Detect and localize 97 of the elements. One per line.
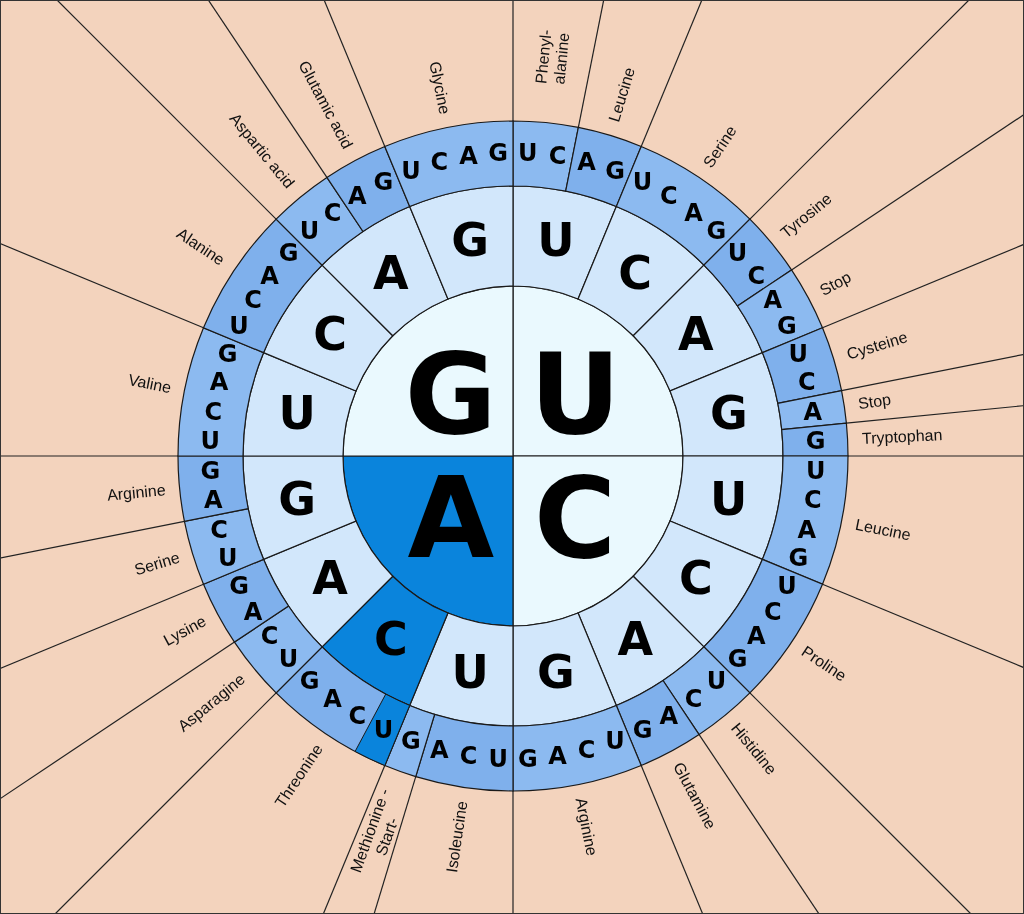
base-letter: U	[529, 337, 621, 450]
base-letter: A	[684, 200, 703, 225]
base-letter: A	[747, 624, 766, 649]
base-letter: G	[299, 668, 320, 693]
base-letter: A	[430, 737, 449, 762]
amino-acid-label: Leucine	[605, 65, 639, 125]
base-letter: U	[605, 729, 625, 754]
base-letter: G	[605, 158, 625, 183]
base-letter: C	[313, 310, 347, 357]
base-letter: U	[278, 390, 316, 437]
base-letter: A	[803, 399, 822, 424]
base-letter: U	[278, 647, 299, 672]
base-letter: U	[373, 717, 394, 742]
base-letter: U	[805, 458, 826, 483]
amino-acid-label: Stop	[816, 268, 854, 299]
base-letter: U	[488, 746, 508, 771]
base-letter: G	[727, 647, 748, 672]
base-letter: C	[210, 517, 228, 542]
base-letter: U	[632, 170, 653, 195]
base-letter: G	[537, 648, 575, 695]
base-letter: C	[684, 687, 703, 712]
base-letter: G	[217, 341, 238, 366]
amino-acid-label: Cysteine	[844, 328, 910, 363]
base-letter: C	[659, 184, 678, 209]
base-letter: G	[788, 546, 809, 571]
base-letter: U	[451, 648, 489, 695]
amino-acid-label: Serine	[132, 548, 182, 579]
base-letter: G	[805, 429, 826, 454]
amino-acid-label: Tryptophan	[861, 425, 943, 448]
base-letter: C	[803, 488, 822, 513]
base-letter: A	[204, 488, 223, 513]
base-letter: A	[548, 743, 567, 768]
base-letter: A	[260, 263, 279, 288]
base-letter: C	[430, 150, 449, 175]
base-letter: U	[710, 475, 748, 522]
base-letter: U	[401, 158, 421, 183]
base-letter: U	[518, 141, 538, 166]
amino-acid-label: Arginine	[106, 481, 167, 505]
base-letter: A	[763, 288, 783, 313]
amino-acid-label: Valine	[126, 370, 173, 397]
base-letter: U	[727, 240, 748, 265]
base-letter: A	[407, 462, 495, 575]
base-letter: A	[347, 184, 367, 209]
base-letter: G	[229, 573, 249, 598]
base-letter: A	[209, 370, 229, 395]
base-letter: C	[679, 555, 713, 602]
base-letter: C	[204, 399, 223, 424]
amino-acid-label: Stop	[856, 391, 893, 414]
base-letter: C	[244, 288, 262, 313]
base-letter: C	[534, 462, 617, 575]
base-letter: G	[632, 717, 653, 742]
amino-acid-label: Glycine	[426, 59, 454, 116]
base-letter: U	[777, 573, 797, 598]
base-letter: C	[459, 743, 478, 768]
base-letter: G	[451, 217, 489, 264]
base-letter: U	[299, 219, 320, 244]
base-letter: A	[678, 310, 714, 357]
base-letter: A	[243, 599, 263, 624]
base-letter: A	[323, 687, 342, 712]
base-letter: G	[488, 141, 508, 166]
base-letter: C	[618, 250, 653, 297]
base-letter: C	[260, 624, 279, 649]
base-letter: U	[200, 429, 221, 454]
base-letter: G	[777, 314, 797, 339]
base-letter: G	[373, 170, 394, 195]
base-letter: U	[537, 217, 575, 264]
amino-acid-label: Leucine	[853, 515, 912, 544]
base-letter: G	[518, 746, 538, 771]
base-letter: U	[706, 668, 727, 693]
base-letter: G	[200, 458, 221, 483]
base-letter: G	[706, 219, 727, 244]
base-letter: C	[798, 370, 816, 395]
base-letter: U	[788, 341, 809, 366]
base-letter: C	[548, 144, 567, 169]
base-letter: A	[617, 615, 653, 662]
base-letter: C	[373, 615, 408, 662]
base-letter: A	[577, 150, 596, 175]
base-letter: A	[459, 144, 478, 169]
base-letter: G	[401, 729, 421, 754]
base-letter: A	[372, 250, 409, 297]
base-letter: G	[278, 475, 317, 522]
amino-acid-label: Isoleucine	[442, 799, 471, 874]
base-letter: G	[709, 390, 748, 437]
base-letter: U	[229, 314, 249, 339]
base-letter: A	[312, 555, 348, 602]
base-letter: A	[797, 517, 817, 542]
base-letter: C	[323, 200, 342, 225]
base-letter: U	[217, 546, 238, 571]
base-letter: C	[577, 737, 596, 762]
base-letter: A	[659, 703, 679, 728]
base-letter: C	[348, 703, 367, 728]
base-letter: G	[278, 240, 299, 265]
amino-acid-label: Arginine	[572, 796, 602, 858]
base-letter: C	[764, 599, 782, 624]
base-letter: C	[747, 263, 766, 288]
base-letter: G	[404, 337, 497, 450]
amino-acid-label: Phenyl- alanine	[531, 27, 573, 87]
